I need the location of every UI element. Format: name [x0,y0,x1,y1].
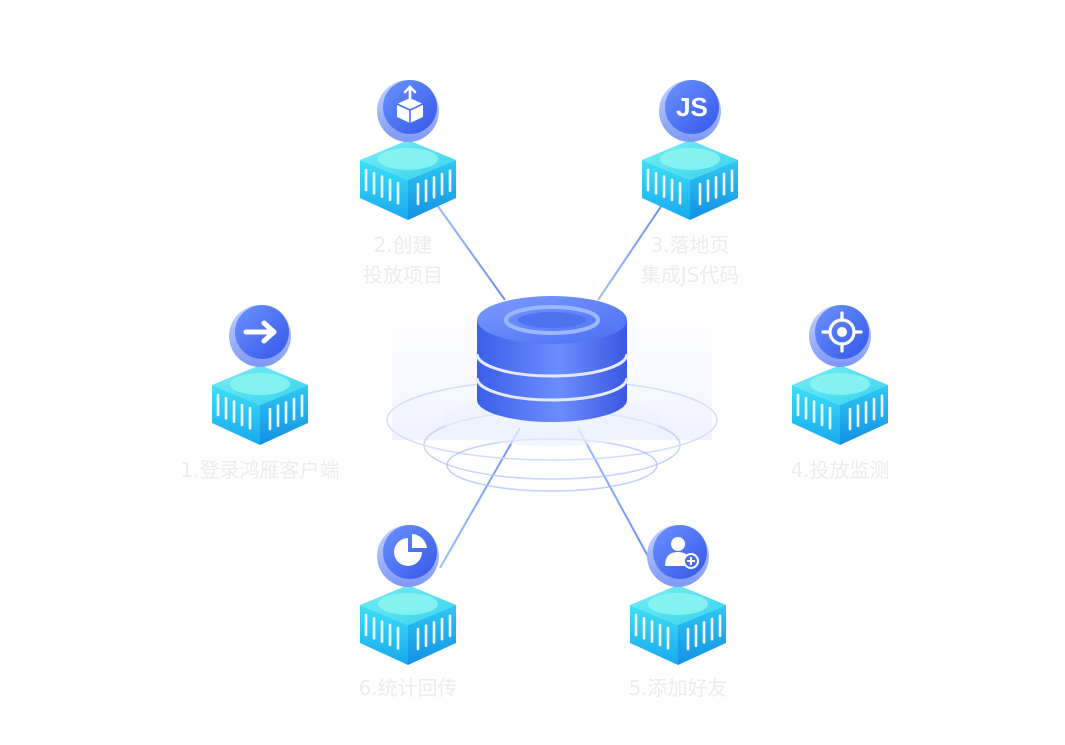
label-line: 4.投放监测 [790,458,890,482]
node-landing-js: JS [642,80,738,220]
arrow-right-icon [229,305,291,367]
label-stats-return: 6.统计回传 [358,673,457,703]
label-line: 投放项目 [363,263,443,287]
label-line: 2.创建 [373,233,433,257]
label-line: 3.落地页 [650,233,730,257]
node-stats-return [360,525,456,665]
label-add-friend: 5.添加好友 [628,673,727,703]
label-login-client: 1.登录鸿雁客户端 [180,455,339,485]
add-user-icon [647,525,709,587]
label-monitor: 4.投放监测 [790,455,889,485]
node-login-client [212,305,308,445]
node-create-campaign [360,80,456,220]
label-create-campaign: 2.创建投放项目 [363,230,443,290]
svg-text:JS: JS [676,92,708,122]
connector-landing-js [597,204,663,301]
connector-add-friend [577,427,651,561]
connector-create-campaign [436,204,506,301]
connector-stats-return [439,427,521,569]
label-line: 集成JS代码 [640,263,740,287]
label-landing-js: 3.落地页集成JS代码 [641,230,740,290]
label-line: 1.登录鸿雁客户端 [180,458,340,482]
pie-chart-icon [377,525,439,587]
node-monitor [792,305,888,445]
js-icon: JS [659,80,721,142]
box-upload-icon [377,80,439,142]
node-add-friend [630,525,726,665]
database-icon [475,296,629,422]
target-icon [809,305,871,367]
label-line: 6.统计回传 [358,676,458,700]
label-line: 5.添加好友 [628,676,728,700]
